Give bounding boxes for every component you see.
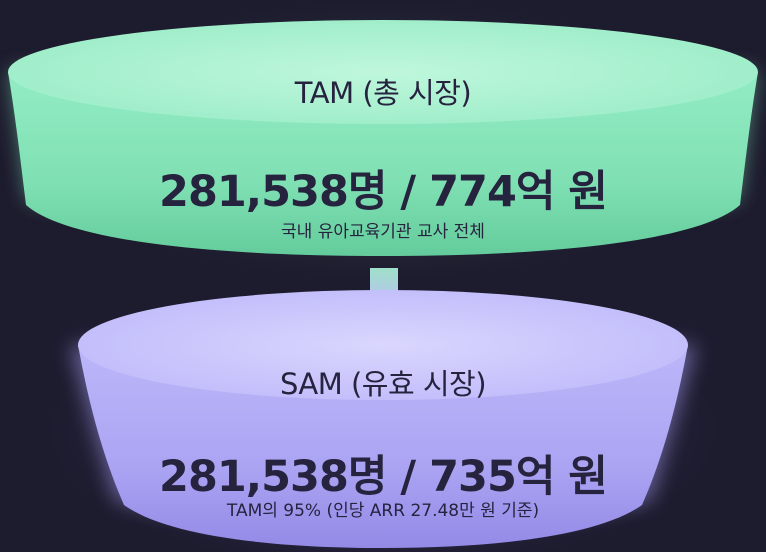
tam-title: TAM (총 시장) [294, 76, 472, 110]
tam-funnel-body [8, 72, 758, 256]
sam-funnel-top [78, 290, 688, 400]
sam-title: SAM (유효 시장) [279, 367, 487, 401]
tam-value: 281,538명 / 774억 원 [159, 167, 608, 217]
tam-funnel-top [8, 20, 758, 124]
sam-value: 281,538명 / 735억 원 [159, 452, 608, 502]
sam-description: TAM의 95% (인당 ARR 27.48만 원 기준) [226, 501, 540, 521]
tam-description: 국내 유아교육기관 교사 전체 [281, 222, 485, 242]
sam-funnel-body [78, 345, 688, 548]
